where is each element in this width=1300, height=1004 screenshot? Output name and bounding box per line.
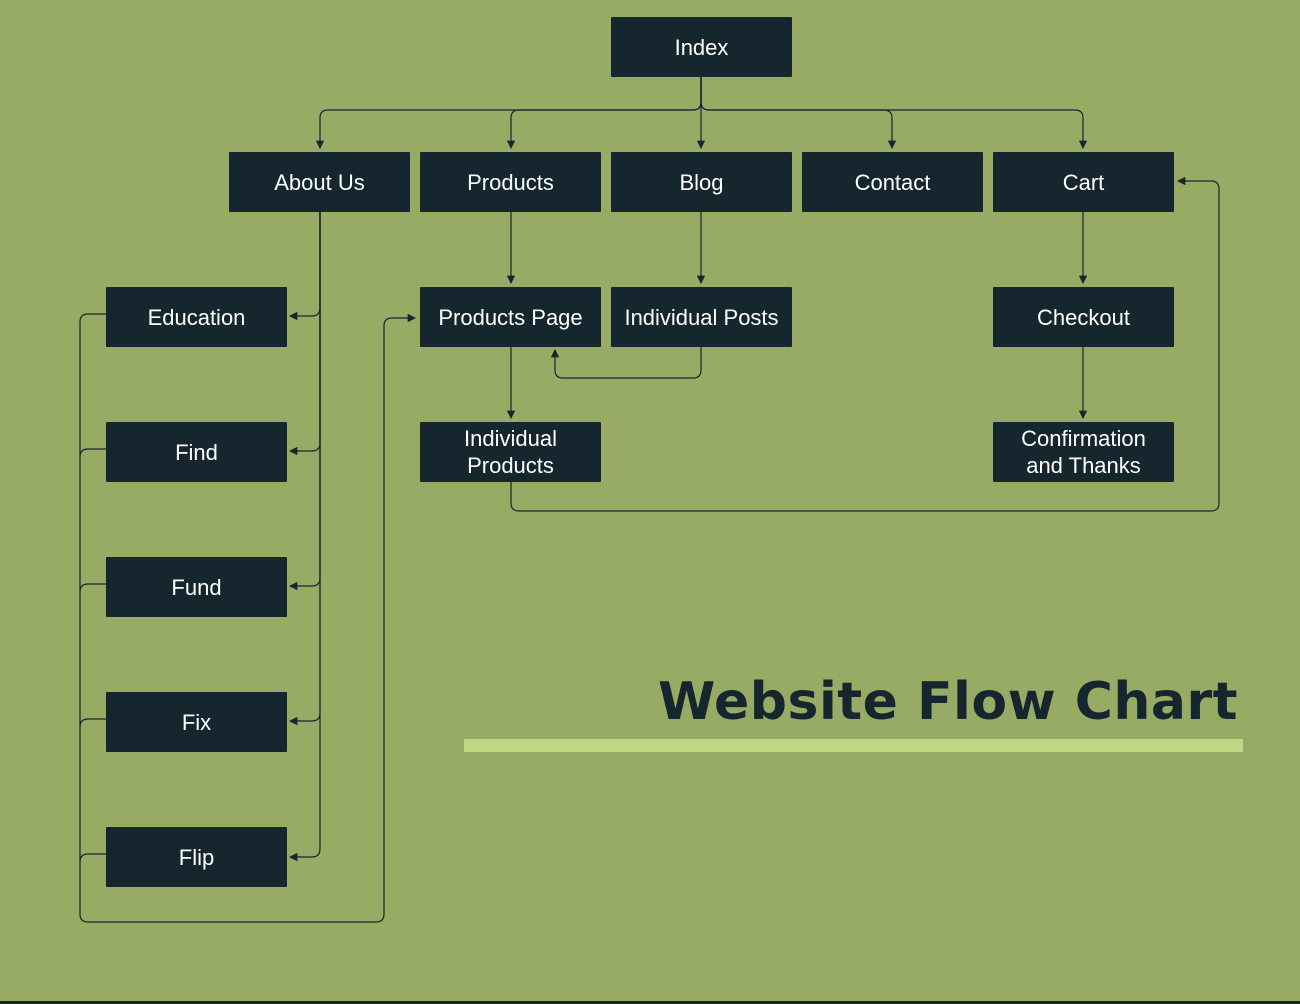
node-contact[interactable]: Contact: [802, 152, 983, 212]
node-label: Index: [674, 34, 729, 60]
node-label: Products Page: [438, 304, 583, 330]
connector-fix-bus: [79, 718, 106, 728]
node-cart[interactable]: Cart: [993, 152, 1174, 212]
node-checkout[interactable]: Checkout: [993, 287, 1174, 347]
node-label: Cart: [1062, 169, 1105, 195]
node-label: Blog: [679, 169, 724, 195]
connector-posts-products-page: [550, 347, 702, 379]
chart-title: Website Flow Chart: [658, 672, 1238, 732]
connector-about-fund: [288, 212, 321, 591]
node-index[interactable]: Index: [611, 17, 792, 77]
connector-about-flip: [288, 212, 321, 862]
node-about-us[interactable]: About Us: [229, 152, 410, 212]
connector-index-contact: [700, 77, 897, 150]
node-label: Confirmation and Thanks: [1021, 426, 1146, 478]
node-label: Checkout: [1037, 304, 1130, 330]
node-find[interactable]: Find: [106, 422, 287, 482]
node-label: Find: [175, 439, 218, 465]
title-underline: [464, 739, 1243, 752]
node-label: Education: [147, 304, 246, 330]
node-fix[interactable]: Fix: [106, 692, 287, 752]
node-individual-posts[interactable]: Individual Posts: [611, 287, 792, 347]
node-confirmation[interactable]: Confirmation and Thanks: [993, 422, 1174, 482]
node-individual-products[interactable]: Individual Products: [420, 422, 601, 482]
node-label: About Us: [274, 169, 365, 195]
connector-flip-bus: [79, 853, 106, 863]
connector-subpages-products-page: [79, 313, 417, 923]
node-education[interactable]: Education: [106, 287, 287, 347]
node-label: Products: [467, 169, 554, 195]
connector-individual-cart: [510, 176, 1220, 512]
connector-about-fix: [288, 212, 321, 726]
node-label: Fund: [171, 574, 222, 600]
node-products[interactable]: Products: [420, 152, 601, 212]
node-products-page[interactable]: Products Page: [420, 287, 601, 347]
connector-find-bus: [79, 448, 106, 458]
node-label: Individual Products: [464, 426, 557, 478]
node-flip[interactable]: Flip: [106, 827, 287, 887]
node-label: Fix: [181, 709, 212, 735]
connector-about-education: [288, 212, 321, 321]
node-blog[interactable]: Blog: [611, 152, 792, 212]
connector-index-cart: [700, 77, 1088, 150]
bottom-border: [0, 1001, 1300, 1004]
node-fund[interactable]: Fund: [106, 557, 287, 617]
node-label: Contact: [854, 169, 931, 195]
connector-about-find: [288, 212, 321, 456]
node-label: Flip: [178, 844, 215, 870]
connector-fund-bus: [79, 583, 106, 593]
connector-index-products: [506, 77, 702, 150]
node-label: Individual Posts: [624, 304, 779, 330]
